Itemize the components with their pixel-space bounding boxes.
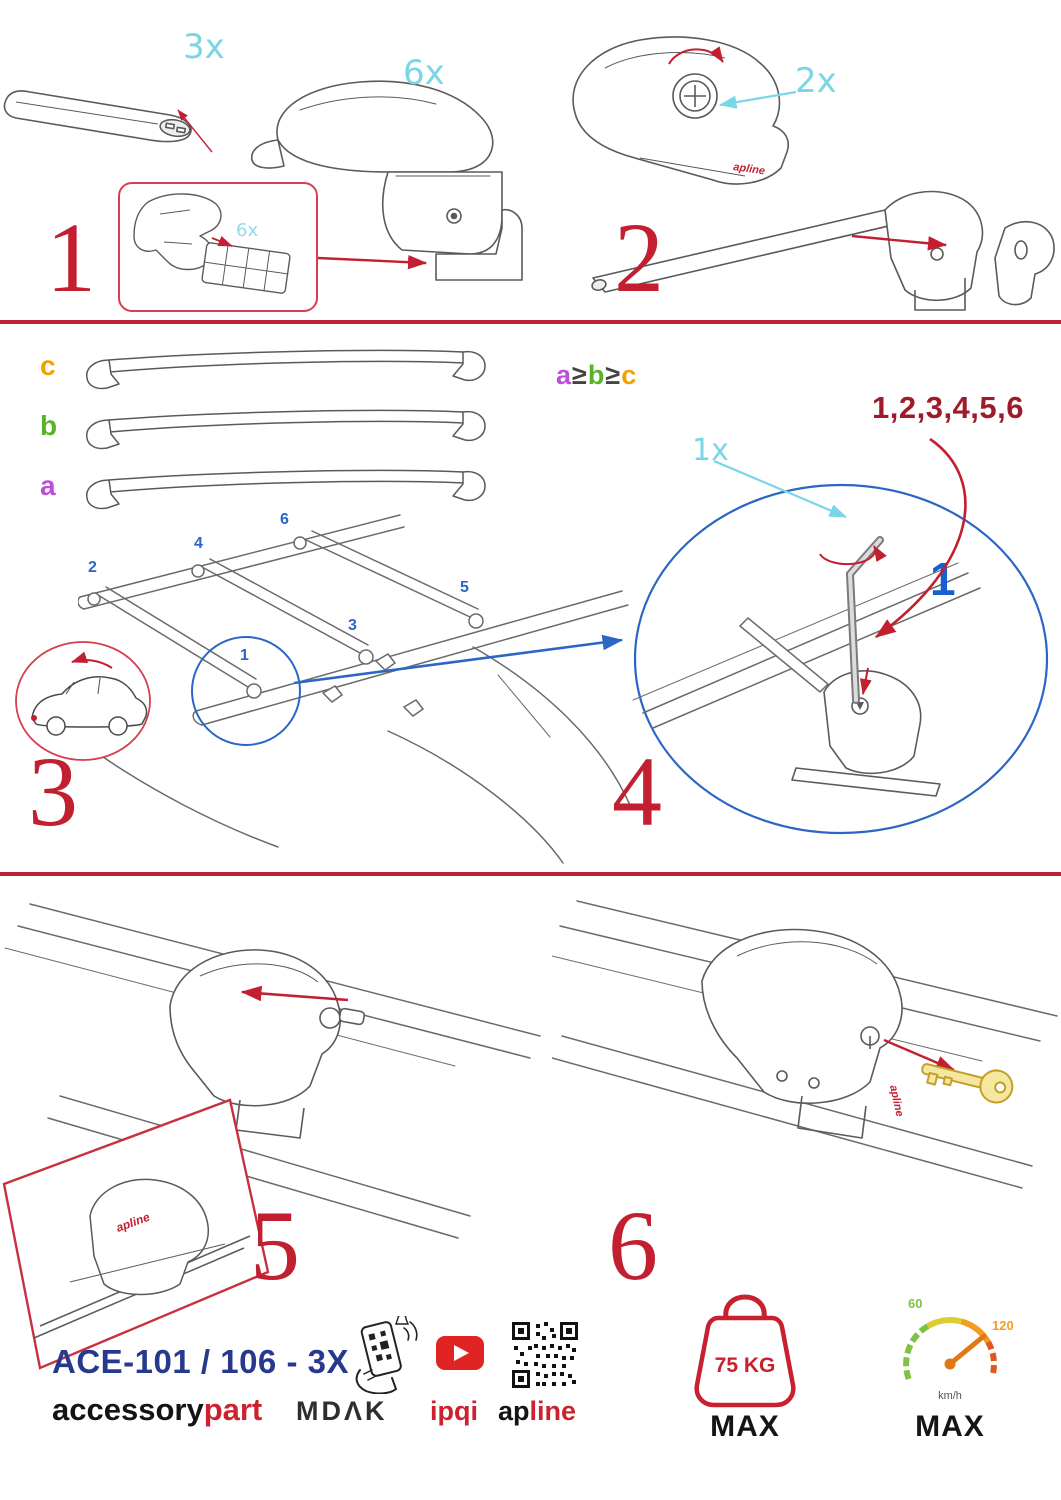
ipqi-logo-text: ipqi	[430, 1396, 478, 1426]
max-speed-icon: 60 120 km/h	[903, 1296, 1014, 1402]
rule-b: b	[587, 360, 606, 390]
step-5-number: 5	[250, 1190, 300, 1301]
rule-ge2: ≥	[605, 360, 622, 390]
tightening-detail-illustration	[632, 483, 1049, 835]
weight-value-text: 75 KG	[715, 1354, 776, 1377]
tightening-sequence-text: 1,2,3,4,5,6	[872, 390, 1025, 425]
key-quantity-label: 1x	[692, 433, 729, 468]
key-lock-illustration: apline	[552, 900, 1058, 1189]
pad-quantity-label: 6x	[236, 220, 258, 241]
lock-foot-illustration: apline	[2, 903, 541, 1370]
brand-black-part: accessory	[52, 1392, 204, 1427]
roof-overview-illustration	[78, 514, 631, 864]
pad-detail-inset: 6x	[118, 182, 318, 312]
position-2-label: 2	[88, 559, 97, 576]
weight-max-label: MAX	[710, 1410, 780, 1443]
model-code-text: ACE-101 / 106 - 3X	[52, 1343, 349, 1380]
bar-b-label: b	[40, 410, 58, 441]
youtube-play-triangle	[454, 1345, 469, 1361]
crossbar-profile-illustration	[3, 90, 192, 143]
apline-logo: apline	[498, 1398, 576, 1425]
foot-quantity-label: 6x	[403, 53, 445, 93]
foot-top-view-illustration: apline	[572, 36, 789, 185]
foot-assembly-illustration	[251, 80, 523, 281]
crossbars-size-illustration	[86, 349, 486, 510]
section-divider-2	[0, 872, 1061, 876]
apline-red-part: line	[529, 1396, 577, 1426]
rule-c: c	[621, 360, 638, 390]
scan-qr-phone-icon	[355, 1316, 418, 1394]
qr-code	[512, 1322, 578, 1388]
knob-quantity-label: 2x	[795, 61, 837, 101]
max-weight-icon: 75 KG	[694, 1294, 796, 1408]
speed-max-label: MAX	[915, 1410, 985, 1443]
youtube-icon	[436, 1336, 484, 1370]
rule-a: a	[556, 360, 573, 390]
position-1-label: 1	[240, 647, 249, 664]
step-6-number: 6	[608, 1190, 658, 1301]
speed-unit-text: km/h	[938, 1390, 962, 1402]
apline-black-part: ap	[498, 1396, 530, 1426]
brand-logo: accessorypart	[52, 1394, 262, 1425]
step-2-number: 2	[614, 202, 664, 313]
brand-red-part: part	[203, 1392, 263, 1427]
apline-foot-logo: apline	[733, 161, 766, 177]
position-3-label: 3	[348, 617, 357, 634]
pad-detail-illustration: 6x	[133, 193, 291, 294]
section-divider-1	[0, 320, 1061, 324]
speed-high-text: 120	[992, 1318, 1014, 1333]
position-6-label: 6	[280, 511, 289, 528]
bar-c-label: c	[40, 350, 56, 381]
step-4-number: 4	[612, 736, 662, 847]
mdak-logo-text: MDΛK	[296, 1396, 388, 1426]
step-3-number: 3	[28, 736, 78, 847]
car-direction-inset	[15, 641, 151, 761]
key-icon	[921, 1063, 1014, 1104]
apline-side-logo: apline	[887, 1084, 905, 1118]
bar-a-label: a	[40, 470, 56, 501]
position-4-label: 4	[194, 535, 203, 552]
position-5-label: 5	[460, 579, 469, 596]
bar-quantity-label: 3x	[183, 27, 225, 67]
step-1-number: 1	[46, 202, 96, 313]
sequence-start-number: 1	[930, 553, 956, 605]
speed-low-text: 60	[908, 1296, 922, 1311]
rule-ge1: ≥	[572, 360, 588, 390]
size-rule-text: a≥b≥c	[556, 362, 637, 389]
